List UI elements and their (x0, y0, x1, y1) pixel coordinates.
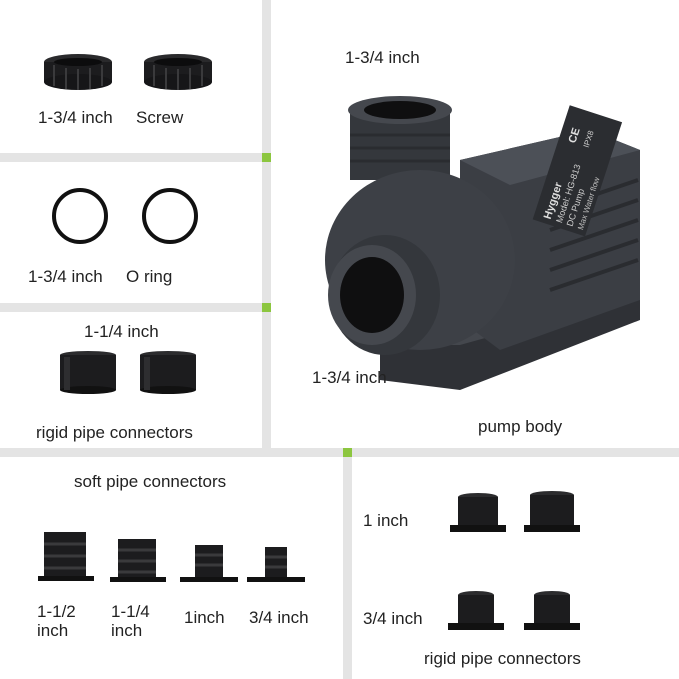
rigid-flange-34inch-b (524, 591, 580, 630)
rigid-top-caption: rigid pipe connectors (36, 423, 193, 442)
pump-caption: pump body (478, 417, 563, 436)
rigid-right-caption: rigid pipe connectors (424, 649, 581, 668)
soft-connector-1-1-2 (38, 532, 94, 581)
accent-mark-3 (343, 448, 352, 457)
rigid-top-size-label: 1-1/4 inch (84, 322, 159, 341)
rigid-connector-1 (60, 351, 116, 394)
divider-row1 (0, 153, 262, 162)
soft-size-1-1-4: 1-1/4 (111, 602, 150, 621)
pump-top-size-label: 1-3/4 inch (345, 48, 420, 67)
accent-mark-2 (262, 303, 271, 312)
divider-vertical-top (262, 0, 271, 452)
accent-mark-1 (262, 153, 271, 162)
nut-name-label: Screw (136, 108, 184, 127)
oring-name-label: O ring (126, 267, 173, 286)
soft-caption: soft pipe connectors (74, 472, 227, 491)
o-ring-1 (52, 188, 108, 244)
soft-size-1inch: 1inch (184, 608, 225, 627)
oring-size-label: 1-3/4 inch (28, 267, 103, 286)
divider-vertical-bottom (343, 452, 352, 679)
soft-connector-1-1-4 (110, 539, 166, 582)
rigid-flange-1inch-b (524, 491, 580, 532)
rigid-right-34inch-label: 3/4 inch (363, 609, 423, 628)
divider-row2 (0, 303, 262, 312)
o-ring-2 (142, 188, 198, 244)
rigid-connector-2 (140, 351, 196, 394)
screw-nut-1 (44, 54, 112, 90)
pump-body: Hygger Model: HG-813 DC Pump Max Water f… (325, 96, 640, 390)
screw-nut-2 (144, 54, 212, 90)
nut-size-label: 1-3/4 inch (38, 108, 113, 127)
soft-size-1-1-4-line2: inch (111, 621, 143, 640)
soft-connector-3-4-inch (247, 547, 305, 582)
pump-side-size-label: 1-3/4 inch (312, 368, 387, 387)
rigid-flange-1inch-a (450, 493, 506, 532)
rigid-right-1inch-label: 1 inch (363, 511, 409, 530)
soft-connector-1inch (180, 545, 238, 582)
soft-size-3-4-inch: 3/4 inch (249, 608, 309, 627)
soft-size-1-1-2: 1-1/2 (37, 602, 76, 621)
divider-row3 (0, 448, 679, 457)
soft-size-1-1-2-line2: inch (37, 621, 69, 640)
pump-ce: CE (567, 126, 583, 144)
rigid-flange-34inch-a (448, 591, 504, 630)
